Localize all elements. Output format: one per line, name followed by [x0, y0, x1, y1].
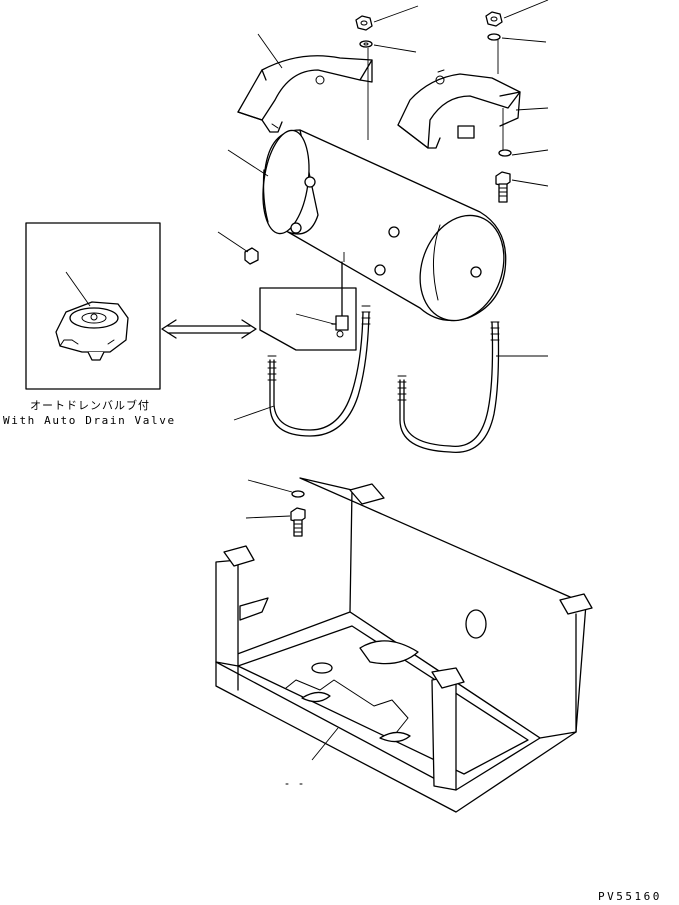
washer-top-right	[487, 33, 501, 41]
washer-bottom	[291, 490, 305, 498]
reference-arrow	[161, 319, 257, 339]
leader-lines	[65, 0, 549, 785]
drain-plug	[244, 247, 259, 265]
bolt-right	[495, 171, 511, 203]
inset-frame	[25, 222, 161, 390]
washer-top-left	[359, 40, 373, 48]
inset-caption-japanese: オートドレンバルブ付	[30, 399, 150, 412]
hose-right	[397, 321, 500, 453]
inset-caption-english: With Auto Drain Valve	[3, 414, 176, 427]
washer-right-mid	[498, 149, 512, 157]
nut-top-right	[485, 11, 503, 27]
nut-top-left	[355, 15, 373, 31]
auto-drain-valve	[55, 301, 129, 361]
bracket-right	[397, 69, 521, 149]
bolt-bottom	[290, 507, 306, 537]
mounting-frame	[215, 477, 593, 813]
air-tank	[262, 129, 507, 322]
bracket-left	[237, 55, 373, 133]
hose-left	[267, 305, 371, 437]
drawing-code: PV55160	[598, 890, 662, 903]
drain-valve-detail	[259, 252, 357, 351]
